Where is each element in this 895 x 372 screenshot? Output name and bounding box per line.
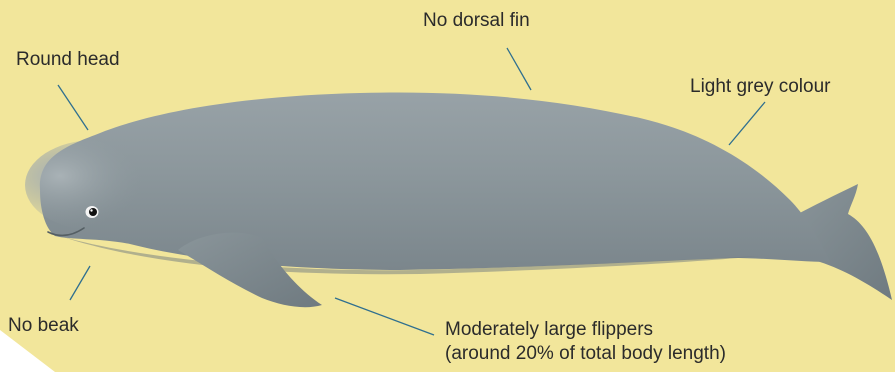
label-light-grey-colour: Light grey colour <box>690 75 830 99</box>
label-flippers-line-2: (around 20% of total body length) <box>445 342 726 366</box>
label-no-beak: No beak <box>8 314 79 338</box>
eye-icon <box>86 206 99 218</box>
label-flippers-line-1: Moderately large flippers <box>445 318 726 342</box>
label-flippers: Moderately large flippers (around 20% of… <box>445 318 726 366</box>
label-no-dorsal-fin: No dorsal fin <box>423 9 530 33</box>
label-round-head: Round head <box>16 48 120 72</box>
